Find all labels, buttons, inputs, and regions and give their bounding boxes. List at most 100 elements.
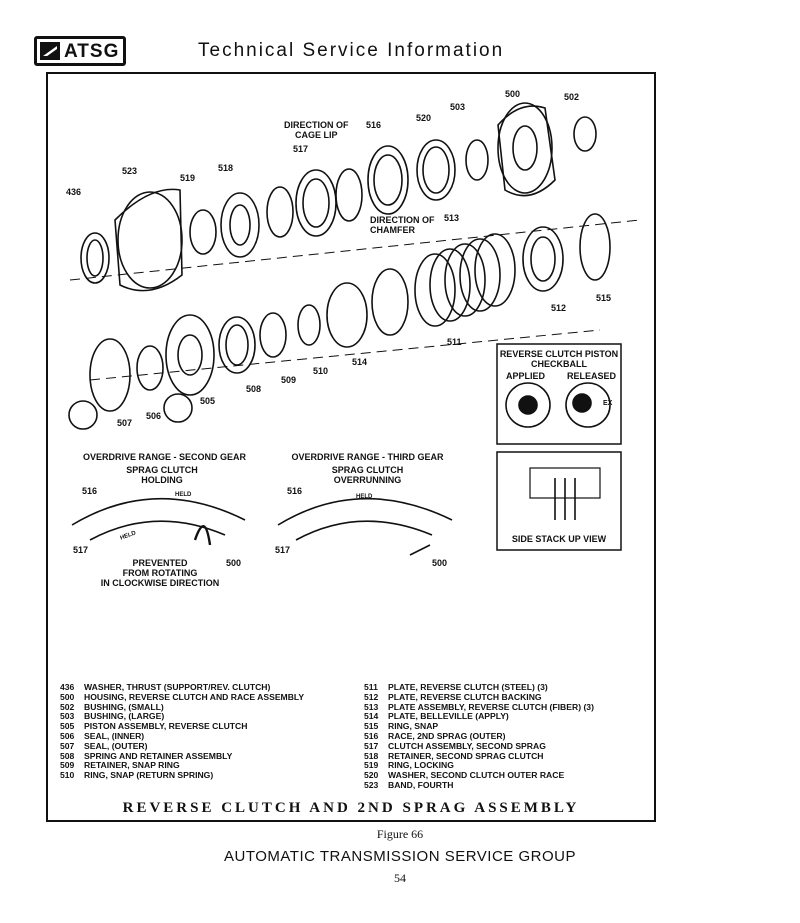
callout-505: 505 [200, 396, 216, 406]
part-519-ring [189, 209, 217, 255]
legend-part-description: RETAINER, SNAP RING [84, 760, 180, 771]
third-gear-inner-arc [295, 520, 433, 541]
part-502-bushing [573, 116, 597, 152]
part-518-retainer [220, 192, 260, 258]
legend-part-description: RING, LOCKING [388, 760, 454, 771]
legend-part-description: BUSHING, (LARGE) [84, 711, 165, 722]
legend-part-description: SEAL, (OUTER) [84, 740, 148, 751]
logo-text: ATSG [64, 41, 120, 62]
second-gear-517: 517 [73, 545, 89, 555]
legend-part-number: 517 [364, 740, 379, 751]
legend-part-number: 436 [60, 682, 75, 692]
second-gear-held-top: HELD [175, 492, 192, 498]
checkball-box [496, 343, 622, 445]
legend-part-description: BAND, FOURTH [388, 779, 454, 790]
direction-cage-lip-text: DIRECTION OF CAGE LIP [284, 120, 349, 140]
callout-502: 502 [564, 92, 580, 102]
callout-509: 509 [281, 375, 297, 385]
third-gear-title: OVERDRIVE RANGE - THIRD GEAR [291, 452, 444, 462]
legend-part-description: BUSHING, (SMALL) [84, 701, 164, 712]
callout-515: 515 [596, 293, 612, 303]
legend-part-number: 514 [364, 711, 379, 722]
second-gear-outer-arc [71, 497, 246, 526]
legend-part-description: HOUSING, REVERSE CLUTCH AND RACE ASSEMBL… [84, 691, 305, 702]
legend-part-number: 515 [364, 721, 379, 732]
part-515-ring [579, 213, 611, 281]
second-gear-500: 500 [226, 558, 242, 568]
third-gear-500: 500 [432, 558, 448, 568]
legend-part-number: 518 [364, 750, 379, 761]
legend-part-number: 511 [364, 682, 378, 692]
part-511-plate [414, 253, 456, 327]
callout-512: 512 [551, 303, 567, 313]
legend-part-description: WASHER, THRUST (SUPPORT/REV. CLUTCH) [84, 682, 271, 692]
part-507-seal [89, 338, 131, 412]
legend-part-description: SPRING AND RETAINER ASSEMBLY [84, 750, 233, 761]
checkball-ex-label: EX [603, 400, 613, 407]
part-503-bushing [465, 139, 489, 181]
legend-part-number: 520 [364, 770, 379, 781]
legend-part-description: SEAL, (INNER) [84, 730, 145, 741]
legend-part-description: RING, SNAP (RETURN SPRING) [84, 770, 214, 781]
page-number: 54 [394, 871, 406, 885]
legend-part-number: 505 [60, 721, 75, 732]
figure-frame [46, 72, 656, 822]
legend-part-number: 503 [60, 711, 75, 722]
legend-part-number: 516 [364, 730, 379, 741]
stack-box [496, 451, 622, 551]
callout-436: 436 [66, 187, 82, 197]
legend-part-description: WASHER, SECOND CLUTCH OUTER RACE [388, 770, 565, 781]
checkball-applied-icon [505, 382, 551, 428]
assembly-title: REVERSE CLUTCH AND 2ND SPRAG ASSEMBLY [122, 800, 580, 816]
figure-label: Figure 66 [376, 827, 424, 841]
callout-513: 513 [444, 213, 460, 223]
third-gear-516: 516 [287, 486, 303, 496]
checkball-applied-label: APPLIED [506, 371, 546, 381]
checkball-released-icon [565, 382, 611, 428]
second-gear-note: PREVENTED FROM ROTATING IN CLOCKWISE DIR… [100, 558, 220, 588]
callout-520: 520 [416, 113, 432, 123]
legend-part-description: PLATE, REVERSE CLUTCH BACKING [388, 691, 542, 702]
legend-part-description: PLATE ASSEMBLY, REVERSE CLUTCH (FIBER) (… [388, 701, 594, 712]
part-523-band [114, 188, 183, 292]
seal-detail-circle-right [163, 393, 193, 423]
part-520-washer [416, 139, 456, 201]
atsg-logo: ATSG [34, 36, 126, 66]
second-gear-inner-arc [89, 520, 226, 541]
callout-506: 506 [146, 411, 162, 421]
second-gear-516: 516 [82, 486, 98, 496]
legend-part-number: 513 [364, 701, 379, 712]
second-gear-title: OVERDRIVE RANGE - SECOND GEAR [82, 452, 247, 462]
seal-detail-circle-left [68, 400, 98, 430]
legend-row: 520 WASHER, SECOND CLUTCH OUTER RACE [364, 770, 594, 781]
footer-group-name: AUTOMATIC TRANSMISSION SERVICE GROUP [224, 848, 576, 865]
legend-row: 513 PLATE ASSEMBLY, REVERSE CLUTCH (FIBER… [364, 701, 594, 713]
callout-519: 519 [180, 173, 196, 183]
callout-503: 503 [450, 102, 466, 112]
second-gear-subtitle: SPRAG CLUTCH HOLDING [126, 465, 198, 485]
part-436-washer [80, 232, 110, 284]
part-514-belleville [326, 282, 368, 348]
legend-row: 503 BUSHING, (LARGE) [60, 712, 304, 722]
part-500-housing [497, 105, 556, 197]
lower-axis-line [89, 329, 601, 381]
legend-part-number: 509 [60, 760, 75, 771]
legend-row: 509 RETAINER, SNAP RING [60, 761, 304, 771]
callout-508: 508 [246, 384, 262, 394]
third-gear-subtitle: SPRAG CLUTCH OVERRUNNING [331, 465, 404, 485]
